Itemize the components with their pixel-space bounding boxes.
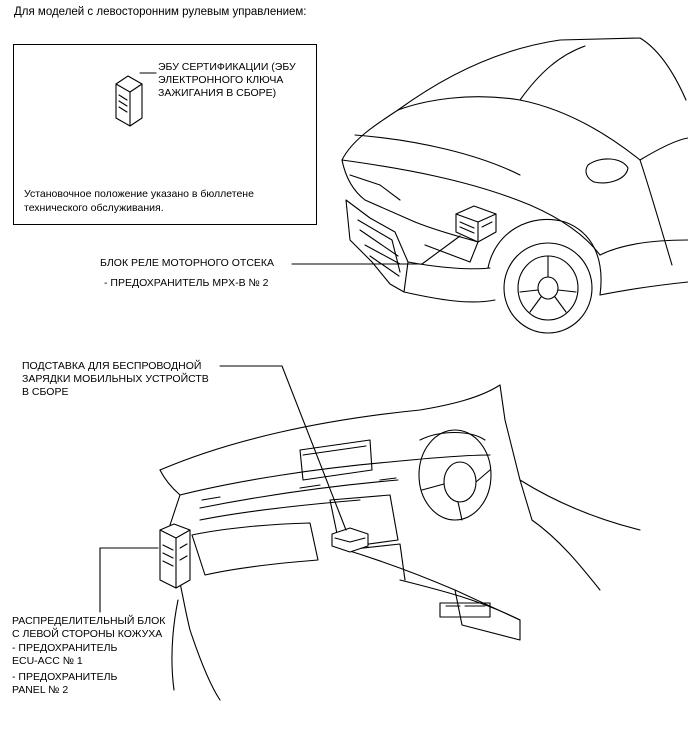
engine-relay-leader (291, 235, 461, 265)
ecu-label-line-3: ЗАЖИГАНИЯ В СБОРЕ) (158, 87, 277, 99)
charger-label-line-3: В СБОРЕ (22, 386, 69, 398)
note-line-1: Установочное положение указано в бюллете… (24, 188, 254, 200)
engine-relay-label: БЛОК РЕЛЕ МОТОРНОГО ОТСЕКА (100, 257, 275, 269)
ecu-label-line-1: ЭБУ СЕРТИФИКАЦИИ (ЭБУ (158, 61, 296, 73)
note-line-2: технического обслуживания. (24, 202, 164, 214)
ecu-info-box (13, 44, 317, 225)
charger-label-line-2: ЗАРЯДКИ МОБИЛЬНЫХ УСТРОЙСТВ (22, 373, 209, 385)
page-heading: Для моделей с левосторонним рулевым упра… (14, 6, 307, 18)
ecu-module-icon (115, 72, 157, 127)
junction-label-line-2: С ЛЕВОЙ СТОРОНЫ КОЖУХА (12, 628, 163, 640)
fuse-panel-line-2: PANEL № 2 (12, 684, 69, 696)
ecu-label-line-2: ЭЛЕКТРОННОГО КЛЮЧА (158, 74, 284, 86)
junction-label-line-1: РАСПРЕДЕЛИТЕЛЬНЫЙ БЛОК (12, 615, 166, 627)
fuse-panel-line-1: - ПРЕДОХРАНИТЕЛЬ (12, 671, 118, 683)
charger-leader (219, 365, 347, 531)
car-front-illustration (341, 37, 688, 334)
junction-leader (99, 547, 159, 613)
fuse-ecu-acc-line-2: ECU-ACC № 1 (12, 655, 83, 667)
fuse-ecu-acc-line-1: - ПРЕДОХРАНИТЕЛЬ (12, 642, 118, 654)
charger-label-line-1: ПОДСТАВКА ДЛЯ БЕСПРОВОДНОЙ (22, 360, 202, 372)
engine-relay-fuse: - ПРЕДОХРАНИТЕЛЬ MPX-B № 2 (104, 277, 269, 289)
interior-dashboard-illustration (159, 384, 641, 701)
